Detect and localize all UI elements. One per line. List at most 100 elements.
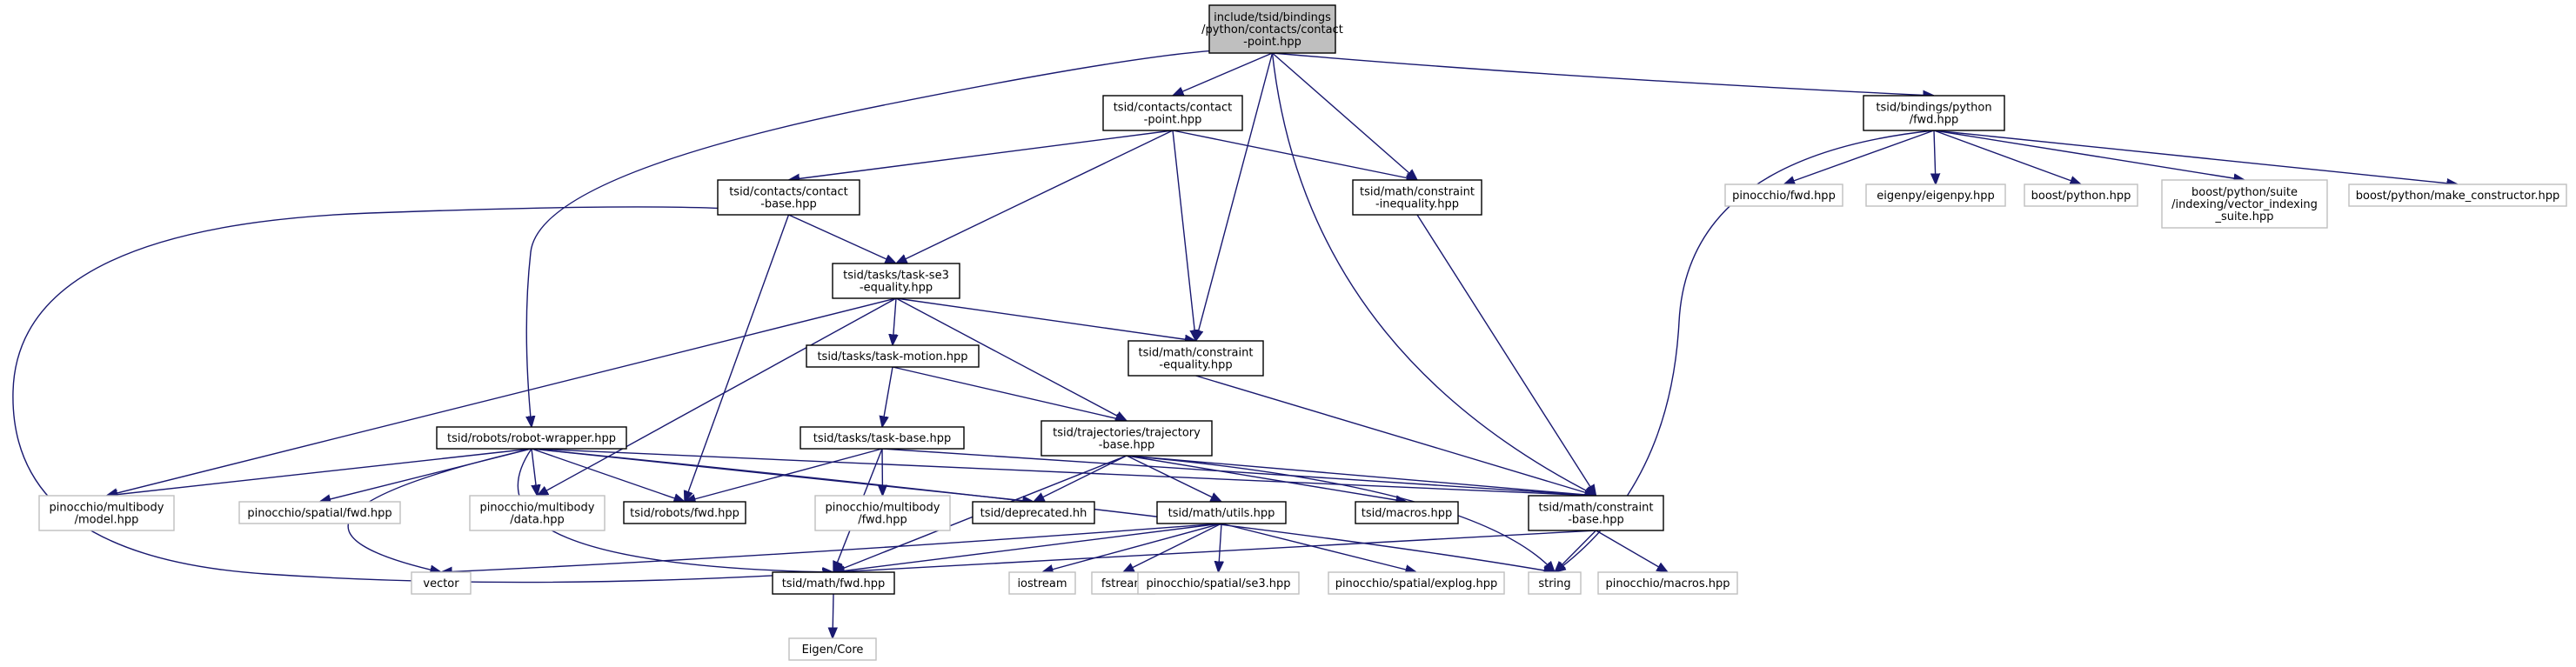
file-node-pin-explog: pinocchio/spatial/explog.hpp [1328,571,1505,595]
file-node-box [469,495,606,531]
dependency-edge-contact-base-to-robots-fwd [685,214,790,502]
file-node-math-fwd[interactable]: tsid/math/fwd.hpp [772,571,895,595]
file-node-label-line: pinocchio/macros.hpp [1606,577,1730,590]
file-node-box [436,426,627,450]
dependency-edge-bindings-fwd-to-eigenpy [1934,130,1936,184]
file-node-label-line: tsid/math/constraint [1360,186,1475,199]
file-node-label-line: -base.hpp [760,198,817,211]
file-node-label-line: tsid/tasks/task-se3 [843,270,949,283]
file-node-box [1528,571,1582,595]
file-node-box [1863,95,2005,131]
dependency-edge-contact-base-to-task-se3 [788,214,897,263]
file-node-pin-multibody-fwd: pinocchio/multibody/fwd.hpp [814,495,951,531]
file-node-box [238,501,401,524]
file-node-box [800,426,965,450]
file-node-box [1597,571,1738,595]
file-node-label-line: tsid/robots/fwd.hpp [630,507,739,520]
dependency-edge-contact-point-to-task-se3 [896,130,1174,263]
dependency-edge-utils-to-pin-explog [1221,523,1416,572]
file-node-label-line: -inequality.hpp [1375,198,1459,211]
file-node-boost-make-constructor: boost/python/make_constructor.hpp [2348,183,2567,207]
dependency-edge-utils-to-fstream [1123,523,1222,572]
file-node-label-line: /fwd.hpp [858,514,907,527]
dependency-edge-trajectory-base-to-string [1126,455,1555,572]
file-node-pin-data: pinocchio/multibody/data.hpp [469,495,606,531]
file-node-label-line: tsid/trajectories/trajectory [1053,427,1201,440]
dependency-edge-robot-wrapper-to-string [531,448,1555,572]
file-node-box [411,571,472,595]
dependency-edge-root-to-constraint-equality [1196,52,1274,341]
dependency-edge-task-motion-to-trajectory-base [892,366,1127,421]
dependency-edge-utils-to-iostream [1042,523,1222,572]
file-node-constraint-inequality[interactable]: tsid/math/constraint-inequality.hpp [1352,179,1482,216]
dependency-edge-utils-to-math-fwd [833,523,1222,572]
dependency-edge-bindings-fwd-to-pin-fwd [1784,130,1935,184]
file-node-robot-wrapper[interactable]: tsid/robots/robot-wrapper.hpp [436,426,627,450]
dependency-edge-task-base-to-pin-multibody-fwd [882,448,883,496]
file-node-label-line: boost/python/make_constructor.hpp [2356,190,2559,203]
file-node-box [832,263,960,299]
file-node-label-line: tsid/tasks/task-base.hpp [813,432,952,445]
file-node-contact-base[interactable]: tsid/contacts/contact-base.hpp [717,179,860,216]
file-node-box [1328,571,1505,595]
file-node-label-line: vector [423,577,459,590]
dependency-edge-root-to-constraint-base [1271,52,1596,496]
dependency-edge-contact-point-to-constraint-inequality [1172,130,1417,180]
file-node-label-line: pinocchio/spatial/se3.hpp [1146,577,1290,590]
file-node-constraint-base[interactable]: tsid/math/constraint-base.hpp [1528,495,1664,531]
dependency-edge-robot-wrapper-to-constraint-base [531,448,1596,496]
file-node-trajectory-base[interactable]: tsid/trajectories/trajectory-base.hpp [1040,420,1213,457]
file-node-robots-fwd[interactable]: tsid/robots/fwd.hpp [623,501,746,524]
file-node-label-line: tsid/math/fwd.hpp [782,577,886,590]
file-node-bindings-fwd[interactable]: tsid/bindings/python/fwd.hpp [1863,95,2005,131]
file-node-box [1352,179,1482,216]
file-node-label-line: tsid/math/constraint [1539,502,1654,515]
file-node-box [1156,501,1287,524]
dependency-edge-root-to-contact-point [1173,52,1273,96]
file-node-deprecated[interactable]: tsid/deprecated.hh [972,501,1095,524]
dependency-edge-task-se3-to-constraint-equality [895,297,1196,341]
file-node-box [972,501,1095,524]
dependency-edge-bindings-fwd-to-boost-python [1933,130,2081,184]
file-node-label-line: pinocchio/multibody [480,502,595,515]
file-node-label-line: pinocchio/multibody [50,502,164,515]
file-node-box [1008,571,1076,595]
nodes-layer: include/tsid/bindings/python/contacts/co… [38,4,2567,661]
file-node-iostream: iostream [1008,571,1076,595]
file-node-label-line: fstream [1101,577,1145,590]
file-node-utils[interactable]: tsid/math/utils.hpp [1156,501,1287,524]
file-node-boost-vector-indexing: boost/python/suite/indexing/vector_index… [2161,179,2328,229]
dependency-edge-robot-wrapper-to-pin-data [532,448,538,496]
file-node-pin-model: pinocchio/multibody/model.hpp [38,495,175,531]
dependency-edge-root-to-bindings-fwd [1272,52,1935,96]
edges-layer [12,48,2458,638]
file-node-label-line: pinocchio/fwd.hpp [1732,190,1836,203]
dependency-edge-contact-point-to-constraint-equality [1172,130,1196,341]
dependency-edge-contact-point-to-contact-base [789,130,1174,180]
dependency-edge-root-to-constraint-inequality [1272,52,1418,180]
file-node-macros[interactable]: tsid/macros.hpp [1355,501,1459,524]
file-node-constraint-equality[interactable]: tsid/math/constraint-equality.hpp [1127,340,1264,377]
file-node-label-line: -point.hpp [1144,114,1202,127]
file-node-box [38,495,175,531]
file-node-label-line: /data.hpp [510,514,565,527]
file-node-label-line: /fwd.hpp [1910,114,1959,127]
file-node-box [1865,183,2006,207]
file-node-label-line: tsid/macros.hpp [1362,507,1453,520]
file-node-label-line: tsid/math/constraint [1139,347,1254,360]
file-node-root[interactable]: include/tsid/bindings/python/contacts/co… [1201,4,1343,54]
file-node-label-line: tsid/math/utils.hpp [1168,507,1275,520]
file-node-task-motion[interactable]: tsid/tasks/task-motion.hpp [806,344,980,368]
file-node-contact-point[interactable]: tsid/contacts/contact-point.hpp [1102,95,1243,131]
file-node-label-line: string [1538,577,1570,590]
file-node-pin-se3: pinocchio/spatial/se3.hpp [1137,571,1300,595]
dependency-edge-robot-wrapper-to-pin-model [107,448,532,496]
file-node-task-base[interactable]: tsid/tasks/task-base.hpp [800,426,965,450]
file-node-label-line: boost/python.hpp [2031,190,2131,203]
file-node-label-line: tsid/contacts/contact [1114,102,1233,115]
file-node-label-line: boost/python/suite [2191,186,2298,199]
file-node-label-line: tsid/robots/robot-wrapper.hpp [447,432,616,445]
file-node-box [2161,179,2328,229]
dependency-edge-task-se3-to-pin-model [107,297,897,496]
file-node-task-se3[interactable]: tsid/tasks/task-se3-equality.hpp [832,263,960,299]
